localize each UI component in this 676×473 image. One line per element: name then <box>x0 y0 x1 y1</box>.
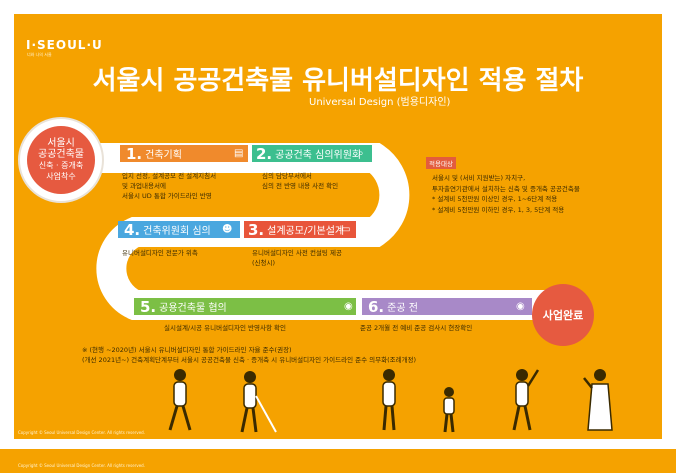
step-1-desc-line: 서울시 UD 통합 가이드라인 반영 <box>122 191 216 201</box>
start-line3: 신축 · 증개축 <box>27 160 95 171</box>
target-line: * 설계비 5천만원 이하인 경우, 1, 3, 5단계 적용 <box>432 205 580 216</box>
step-3-bar: 3. 설계공모/기본설계 ▭ <box>244 221 356 238</box>
step-5-number: 5. <box>140 298 156 316</box>
step-5-desc-line: 실시설계/시공 유니버설디자인 반영사항 확인 <box>164 323 286 333</box>
step-6-desc-line: 준공 2개월 전 예비 준공 검사시 현장확인 <box>360 323 472 333</box>
step-3-label: 설계공모/기본설계 <box>267 222 344 237</box>
step-1-label: 건축기획 <box>145 146 182 161</box>
step-5-label: 공용건축물 협의 <box>159 299 227 314</box>
child-illustration <box>436 386 462 434</box>
target-line: 서울시 및 (서비 지원받는) 자치구, <box>432 173 580 184</box>
start-circle: 서울시 공공건축물 신축 · 증개축 사업착수 <box>27 126 95 194</box>
step-2-label: 공공건축 심의위원회 <box>275 146 361 161</box>
step-3-desc-line: 유니버설디자인 사전 컨설팅 제공 <box>252 248 342 258</box>
start-line4: 사업착수 <box>27 171 95 182</box>
note-line: ※ (현행 ~2020년) 서울시 유니버설디자인 통합 가이드라인 자율 준수… <box>82 345 416 355</box>
person-with-phone-illustration <box>580 366 620 434</box>
target-line: 투자출연기관에서 설치하는 신축 및 증개축 공공건축물 <box>432 184 580 195</box>
step-6-desc: 준공 2개월 전 예비 준공 검사시 현장확인 <box>360 323 472 333</box>
step-1-bar: 1. 건축기획 ▤ <box>120 145 248 162</box>
step-1-desc-line: 및 과업내용서에 <box>122 181 216 191</box>
step-2-bar: 2. 공공건축 심의위원회 ⌕ <box>252 145 372 162</box>
target-line: * 설계비 5천만원 이상인 경우, 1~6단계 적용 <box>432 194 580 205</box>
search-icon: ⌕ <box>358 148 364 159</box>
step-3-desc-line: (신청시) <box>252 258 342 268</box>
step-4-number: 4. <box>124 221 140 239</box>
step-2-desc: 심의 담당부서에서 심의 전 반영 내용 사전 확인 <box>262 171 338 191</box>
clipboard-icon: ▤ <box>234 148 243 159</box>
target-description: 서울시 및 (서비 지원받는) 자치구, 투자출연기관에서 설치하는 신축 및 … <box>432 173 580 215</box>
start-line1: 서울시 <box>27 138 95 149</box>
step-2-desc-line: 심의 전 반영 내용 사전 확인 <box>262 181 338 191</box>
step-4-desc: 유니버설디자인 전문가 위촉 <box>122 248 198 258</box>
standing-person-illustration <box>372 368 406 434</box>
waving-person-illustration <box>502 366 542 434</box>
copyright-text: Copyright © Seoul Universal Design Cente… <box>18 430 145 435</box>
walking-person-illustration <box>160 368 200 434</box>
copyright-text-repeat: Copyright © Seoul Universal Design Cente… <box>18 463 145 468</box>
step-3-desc: 유니버설디자인 사전 컨설팅 제공 (신청시) <box>252 248 342 268</box>
people-icon: ☻ <box>222 224 232 235</box>
step-2-desc-line: 심의 담당부서에서 <box>262 171 338 181</box>
step-5-desc: 실시설계/시공 유니버설디자인 반영사항 확인 <box>164 323 286 333</box>
step-1-number: 1. <box>126 145 142 163</box>
target-badge: 적용대상 <box>426 157 456 169</box>
blueprint-icon: ▭ <box>341 224 350 235</box>
end-circle: 사업완료 <box>532 284 594 346</box>
start-line2: 공공건축물 <box>27 149 95 160</box>
step-5-bar: 5. 공용건축물 협의 ◉ <box>134 298 356 315</box>
step-6-label: 준공 전 <box>387 299 418 314</box>
step-4-label: 건축위원회 심의 <box>143 222 211 237</box>
step-6-number: 6. <box>368 298 384 316</box>
note-line: (개선 2021년~) 건축계획단계부터 서울시 공공건축물 신축 · 증개축 … <box>82 355 416 365</box>
notes: ※ (현행 ~2020년) 서울시 유니버설디자인 통합 가이드라인 자율 준수… <box>82 345 416 365</box>
step-1-desc: 입지 선정, 설계공모 전 설계지침서 및 과업내용서에 서울시 UD 통합 가… <box>122 171 216 201</box>
cane-user-illustration <box>230 370 280 434</box>
step-1-desc-line: 입지 선정, 설계공모 전 설계지침서 <box>122 171 216 181</box>
step-3-number: 3. <box>248 221 264 239</box>
location-pin-icon: ◉ <box>344 301 353 312</box>
step-2-number: 2. <box>256 145 272 163</box>
step-4-bar: 4. 건축위원회 심의 ☻ <box>118 221 240 238</box>
step-4-desc-line: 유니버설디자인 전문가 위촉 <box>122 248 198 258</box>
location-pin-icon: ◉ <box>516 301 525 312</box>
step-6-bar: 6. 준공 전 ◉ <box>362 298 532 315</box>
